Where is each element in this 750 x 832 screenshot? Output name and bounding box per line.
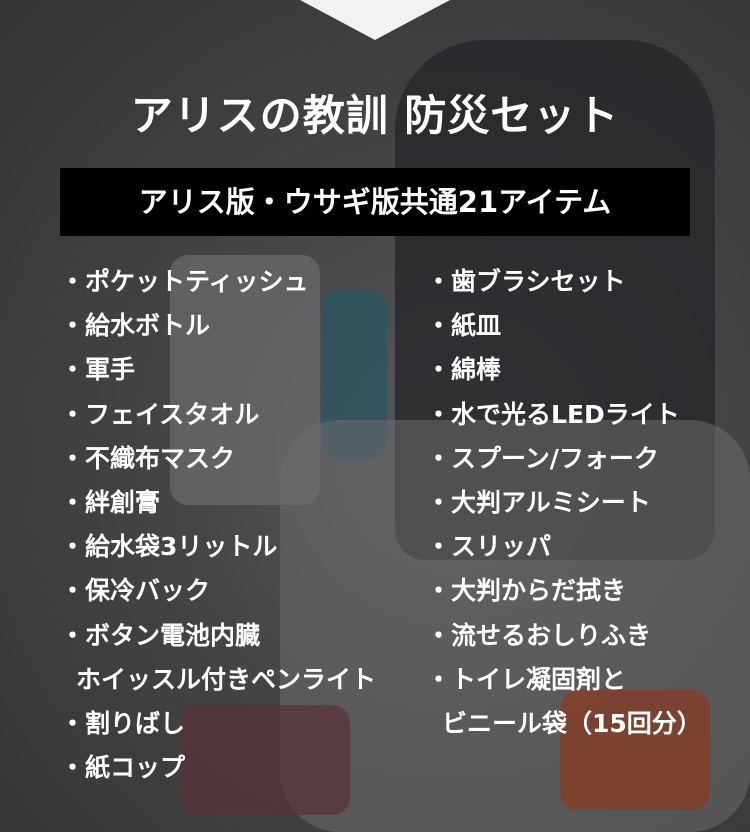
list-item-label: 給水袋3リットル	[85, 532, 278, 562]
list-item-label: 水で光るLEDライト	[451, 399, 680, 429]
list-item: ・給水袋3リットル	[60, 525, 420, 569]
list-item-label: 紙皿	[451, 311, 502, 341]
bullet-icon: ・	[60, 399, 86, 429]
list-item: ・歯ブラシセット	[426, 260, 746, 304]
banner: アリス版・ウサギ版共通21アイテム	[60, 168, 690, 236]
list-item-label: フェイスタオル	[85, 399, 260, 429]
list-item: ・大判アルミシート	[426, 481, 746, 525]
list-item-label: 流せるおしりふき	[451, 620, 652, 650]
list-item-continuation: ビニール袋（15回分）	[426, 702, 746, 746]
item-list-left: ・ポケットティッシュ・給水ボトル・軍手・フェイスタオル・不織布マスク・絆創膏・給…	[60, 260, 420, 790]
list-item: ・軍手	[60, 348, 420, 392]
list-item: ・大判からだ拭き	[426, 569, 746, 613]
bullet-icon: ・	[60, 443, 86, 473]
list-item: ・水で光るLEDライト	[426, 393, 746, 437]
list-item-label: 大判アルミシート	[451, 488, 651, 518]
list-item: ・綿棒	[426, 348, 746, 392]
bullet-icon: ・	[60, 753, 86, 783]
bullet-icon: ・	[426, 620, 452, 650]
list-item-label: トイレ凝固剤と	[451, 664, 627, 694]
list-item-label: 保冷バック	[85, 576, 211, 606]
list-item-label: 紙コップ	[85, 753, 186, 783]
list-item: ・割りばし	[60, 702, 420, 746]
list-item-label: 綿棒	[451, 355, 502, 385]
list-item: ・紙皿	[426, 304, 746, 348]
cards-photo	[180, 705, 350, 815]
list-item-label: 歯ブラシセット	[451, 267, 626, 297]
bullet-icon: ・	[426, 488, 452, 518]
list-item-label: 軍手	[85, 355, 136, 385]
list-item-label: ビニール袋（15回分）	[442, 708, 702, 738]
bullet-icon: ・	[60, 708, 86, 738]
page-title: アリスの教訓 防災セット	[130, 91, 620, 140]
bullet-icon: ・	[426, 443, 452, 473]
bullet-icon: ・	[60, 620, 86, 650]
banner-text: アリス版・ウサギ版共通21アイテム	[138, 185, 612, 219]
list-item-label: ポケットティッシュ	[85, 267, 309, 297]
list-item: ・ボタン電池内臓	[60, 614, 420, 658]
list-item-label: 給水ボトル	[85, 311, 211, 341]
list-item-label: ホイッスル付きペンライト	[76, 664, 377, 694]
list-item-label: ボタン電池内臓	[85, 620, 261, 650]
bullet-icon: ・	[60, 576, 86, 606]
list-item: ・流せるおしりふき	[426, 614, 746, 658]
bullet-icon: ・	[60, 267, 86, 297]
bullet-icon: ・	[426, 576, 452, 606]
bullet-icon: ・	[426, 311, 452, 341]
list-item-label: 大判からだ拭き	[451, 576, 627, 606]
bullet-icon: ・	[60, 355, 86, 385]
bullet-icon: ・	[426, 532, 452, 562]
list-item: ・絆創膏	[60, 481, 420, 525]
bullet-icon: ・	[60, 488, 86, 518]
item-list-right: ・歯ブラシセット・紙皿・綿棒・水で光るLEDライト・スプーン/フォーク・大判アル…	[426, 260, 746, 746]
list-item-label: スリッパ	[451, 532, 552, 562]
list-item: ・紙コップ	[60, 746, 420, 790]
list-item: ・不織布マスク	[60, 437, 420, 481]
list-item-label: スプーン/フォーク	[451, 443, 659, 473]
bullet-icon: ・	[426, 399, 452, 429]
list-item-label: 絆創膏	[85, 488, 161, 518]
bullet-icon: ・	[426, 664, 452, 694]
list-item-label: 不織布マスク	[85, 443, 236, 473]
bullet-icon: ・	[426, 355, 452, 385]
bullet-icon: ・	[60, 311, 86, 341]
bullet-icon: ・	[426, 267, 452, 297]
list-item: ・フェイスタオル	[60, 393, 420, 437]
scroll-down-chevron-icon	[300, 0, 450, 40]
list-item: ・スリッパ	[426, 525, 746, 569]
list-item-continuation: ホイッスル付きペンライト	[60, 658, 420, 702]
list-item: ・ポケットティッシュ	[60, 260, 420, 304]
hammer-photo	[560, 690, 710, 810]
list-item: ・スプーン/フォーク	[426, 437, 746, 481]
bullet-icon: ・	[60, 532, 86, 562]
list-item: ・トイレ凝固剤と	[426, 658, 746, 702]
list-item: ・保冷バック	[60, 569, 420, 613]
list-item: ・給水ボトル	[60, 304, 420, 348]
list-item-label: 割りばし	[85, 708, 186, 738]
